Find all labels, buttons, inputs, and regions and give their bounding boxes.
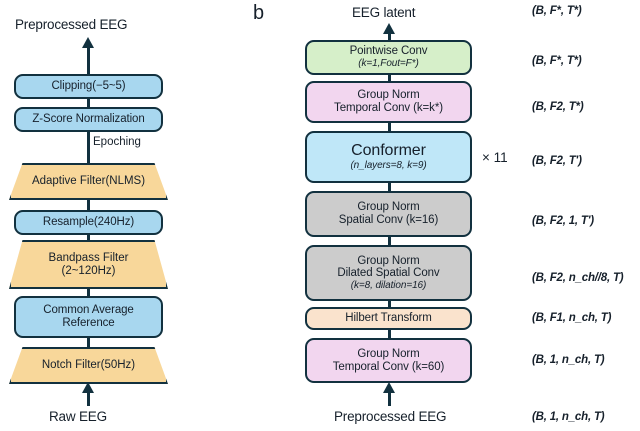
node-hilbert-transform[interactable]: Hilbert Transform	[305, 307, 472, 330]
left-connector-4	[86, 233, 90, 242]
node-zscore-label: Z-Score Normalization	[32, 113, 145, 126]
node-gn-dilated-sublabel: Dilated Spatial Conv	[337, 267, 440, 280]
node-hilbert-transform-label: Hilbert Transform	[345, 312, 432, 325]
left-connector-top	[86, 48, 90, 74]
node-bandpass-filter-text: Bandpass Filter (2~120Hz)	[49, 252, 129, 278]
left-connector-bottom	[86, 392, 90, 406]
node-car-sublabel: Reference	[62, 317, 115, 329]
right-arrow-top-icon	[382, 23, 395, 34]
node-groupnorm-temporal-conv-60[interactable]: Group Norm Temporal Conv (k=60)	[305, 338, 472, 383]
node-gn-dilated-params: (k=8, dilation=16)	[350, 280, 427, 292]
left-arrow-bottom-icon	[81, 382, 94, 393]
shape-annotation-groupnorm-spatial: (B, F2, 1, T')	[532, 215, 594, 227]
node-clipping[interactable]: Clipping(−5~5)	[14, 74, 163, 99]
node-common-average-reference[interactable]: Common Average Reference	[14, 296, 163, 338]
left-connector-5	[86, 287, 90, 298]
node-zscore-normalization[interactable]: Z-Score Normalization	[14, 107, 163, 132]
node-gn-temporal60-label: Group Norm	[357, 347, 420, 360]
left-arrow-top-icon	[81, 37, 94, 48]
shape-annotation-eeg-latent: (B, F*, T*)	[532, 5, 582, 17]
right-connector-2	[387, 121, 391, 133]
node-bandpass-filter[interactable]: Bandpass Filter (2~120Hz)	[9, 240, 168, 289]
node-groupnorm-dilated-spatial-conv[interactable]: Group Norm Dilated Spatial Conv (k=8, di…	[305, 245, 472, 301]
node-resample[interactable]: Resample(240Hz)	[14, 210, 163, 235]
shape-annotation-pointwise-conv: (B, F*, T*)	[532, 55, 582, 67]
node-notch-filter-text: Notch Filter(50Hz)	[42, 359, 135, 372]
node-pointwise-conv-sublabel: (k=1,Fout=F*)	[358, 58, 419, 70]
node-adaptive-filter[interactable]: Adaptive Filter(NLMS)	[9, 163, 168, 200]
node-bandpass-filter-sublabel: (2~120Hz)	[61, 264, 116, 277]
node-groupnorm-temporal-conv[interactable]: Group Norm Temporal Conv (k=k*)	[305, 81, 472, 123]
node-groupnorm-spatial-conv[interactable]: Group Norm Spatial Conv (k=16)	[305, 191, 472, 237]
shape-annotation-groupnorm-temporal: (B, F2, T*)	[532, 101, 584, 113]
right-connector-3	[387, 181, 391, 193]
right-connector-bottom	[387, 392, 391, 406]
node-adaptive-filter-label: Adaptive Filter(NLMS)	[31, 175, 146, 188]
conformer-repeat-label: × 11	[482, 150, 508, 165]
node-clipping-label: Clipping(−5~5)	[51, 80, 126, 93]
node-conformer[interactable]: Conformer (n_layers=8, k=9)	[305, 131, 472, 183]
node-pointwise-conv[interactable]: Pointwise Conv (k=1,Fout=F*)	[305, 40, 472, 75]
shape-annotation-hilbert: (B, F1, n_ch, T)	[532, 312, 612, 324]
right-connector-6	[387, 328, 391, 340]
node-gn-temporal-sublabel: Temporal Conv (k=k*)	[334, 102, 443, 114]
node-gn-spatial-label: Group Norm	[357, 201, 420, 214]
right-connector-1	[387, 73, 391, 83]
left-connector-1	[86, 97, 90, 109]
node-resample-label: Resample(240Hz)	[42, 216, 135, 229]
left-flow-bottom-label: Raw EEG	[49, 409, 107, 424]
left-connector-3	[86, 198, 90, 212]
node-pointwise-conv-label: Pointwise Conv	[349, 45, 428, 58]
left-connector-6	[86, 336, 90, 349]
right-connector-5	[387, 299, 391, 309]
right-connector-4	[387, 235, 391, 247]
node-car-label: Common Average	[43, 304, 134, 317]
node-gn-dilated-label: Group Norm	[357, 254, 420, 267]
shape-annotation-input: (B, 1, n_ch, T)	[532, 411, 605, 423]
left-flow-epoching-label: Epoching	[93, 136, 141, 148]
panel-b-letter: b	[253, 2, 264, 24]
node-gn-temporal60-sublabel: Temporal Conv (k=60)	[332, 360, 445, 373]
node-bandpass-filter-label: Bandpass Filter	[48, 251, 129, 264]
right-flow-bottom-label: Preprocessed EEG	[334, 409, 447, 424]
shape-annotation-groupnorm-dilated: (B, F2, n_ch//8, T)	[532, 272, 624, 284]
right-flow-top-label: EEG latent	[352, 5, 416, 20]
node-conformer-sublabel: (n_layers=8, k=9)	[350, 160, 427, 172]
left-flow-top-label: Preprocessed EEG	[15, 17, 128, 32]
right-arrow-bottom-icon	[382, 382, 395, 393]
node-bandpass-filter-shape	[9, 240, 168, 289]
shape-annotation-conformer: (B, F2, T')	[532, 155, 582, 167]
node-gn-temporal-label: Group Norm	[357, 89, 420, 102]
node-adaptive-filter-text: Adaptive Filter(NLMS)	[32, 175, 145, 188]
node-notch-filter-label: Notch Filter(50Hz)	[41, 359, 136, 372]
left-connector-2	[86, 130, 90, 164]
node-conformer-label: Conformer	[351, 142, 426, 160]
node-notch-filter[interactable]: Notch Filter(50Hz)	[9, 347, 168, 384]
shape-annotation-groupnorm-temporal60: (B, 1, n_ch, T)	[532, 354, 605, 366]
node-gn-spatial-sublabel: Spatial Conv (k=16)	[338, 214, 439, 226]
